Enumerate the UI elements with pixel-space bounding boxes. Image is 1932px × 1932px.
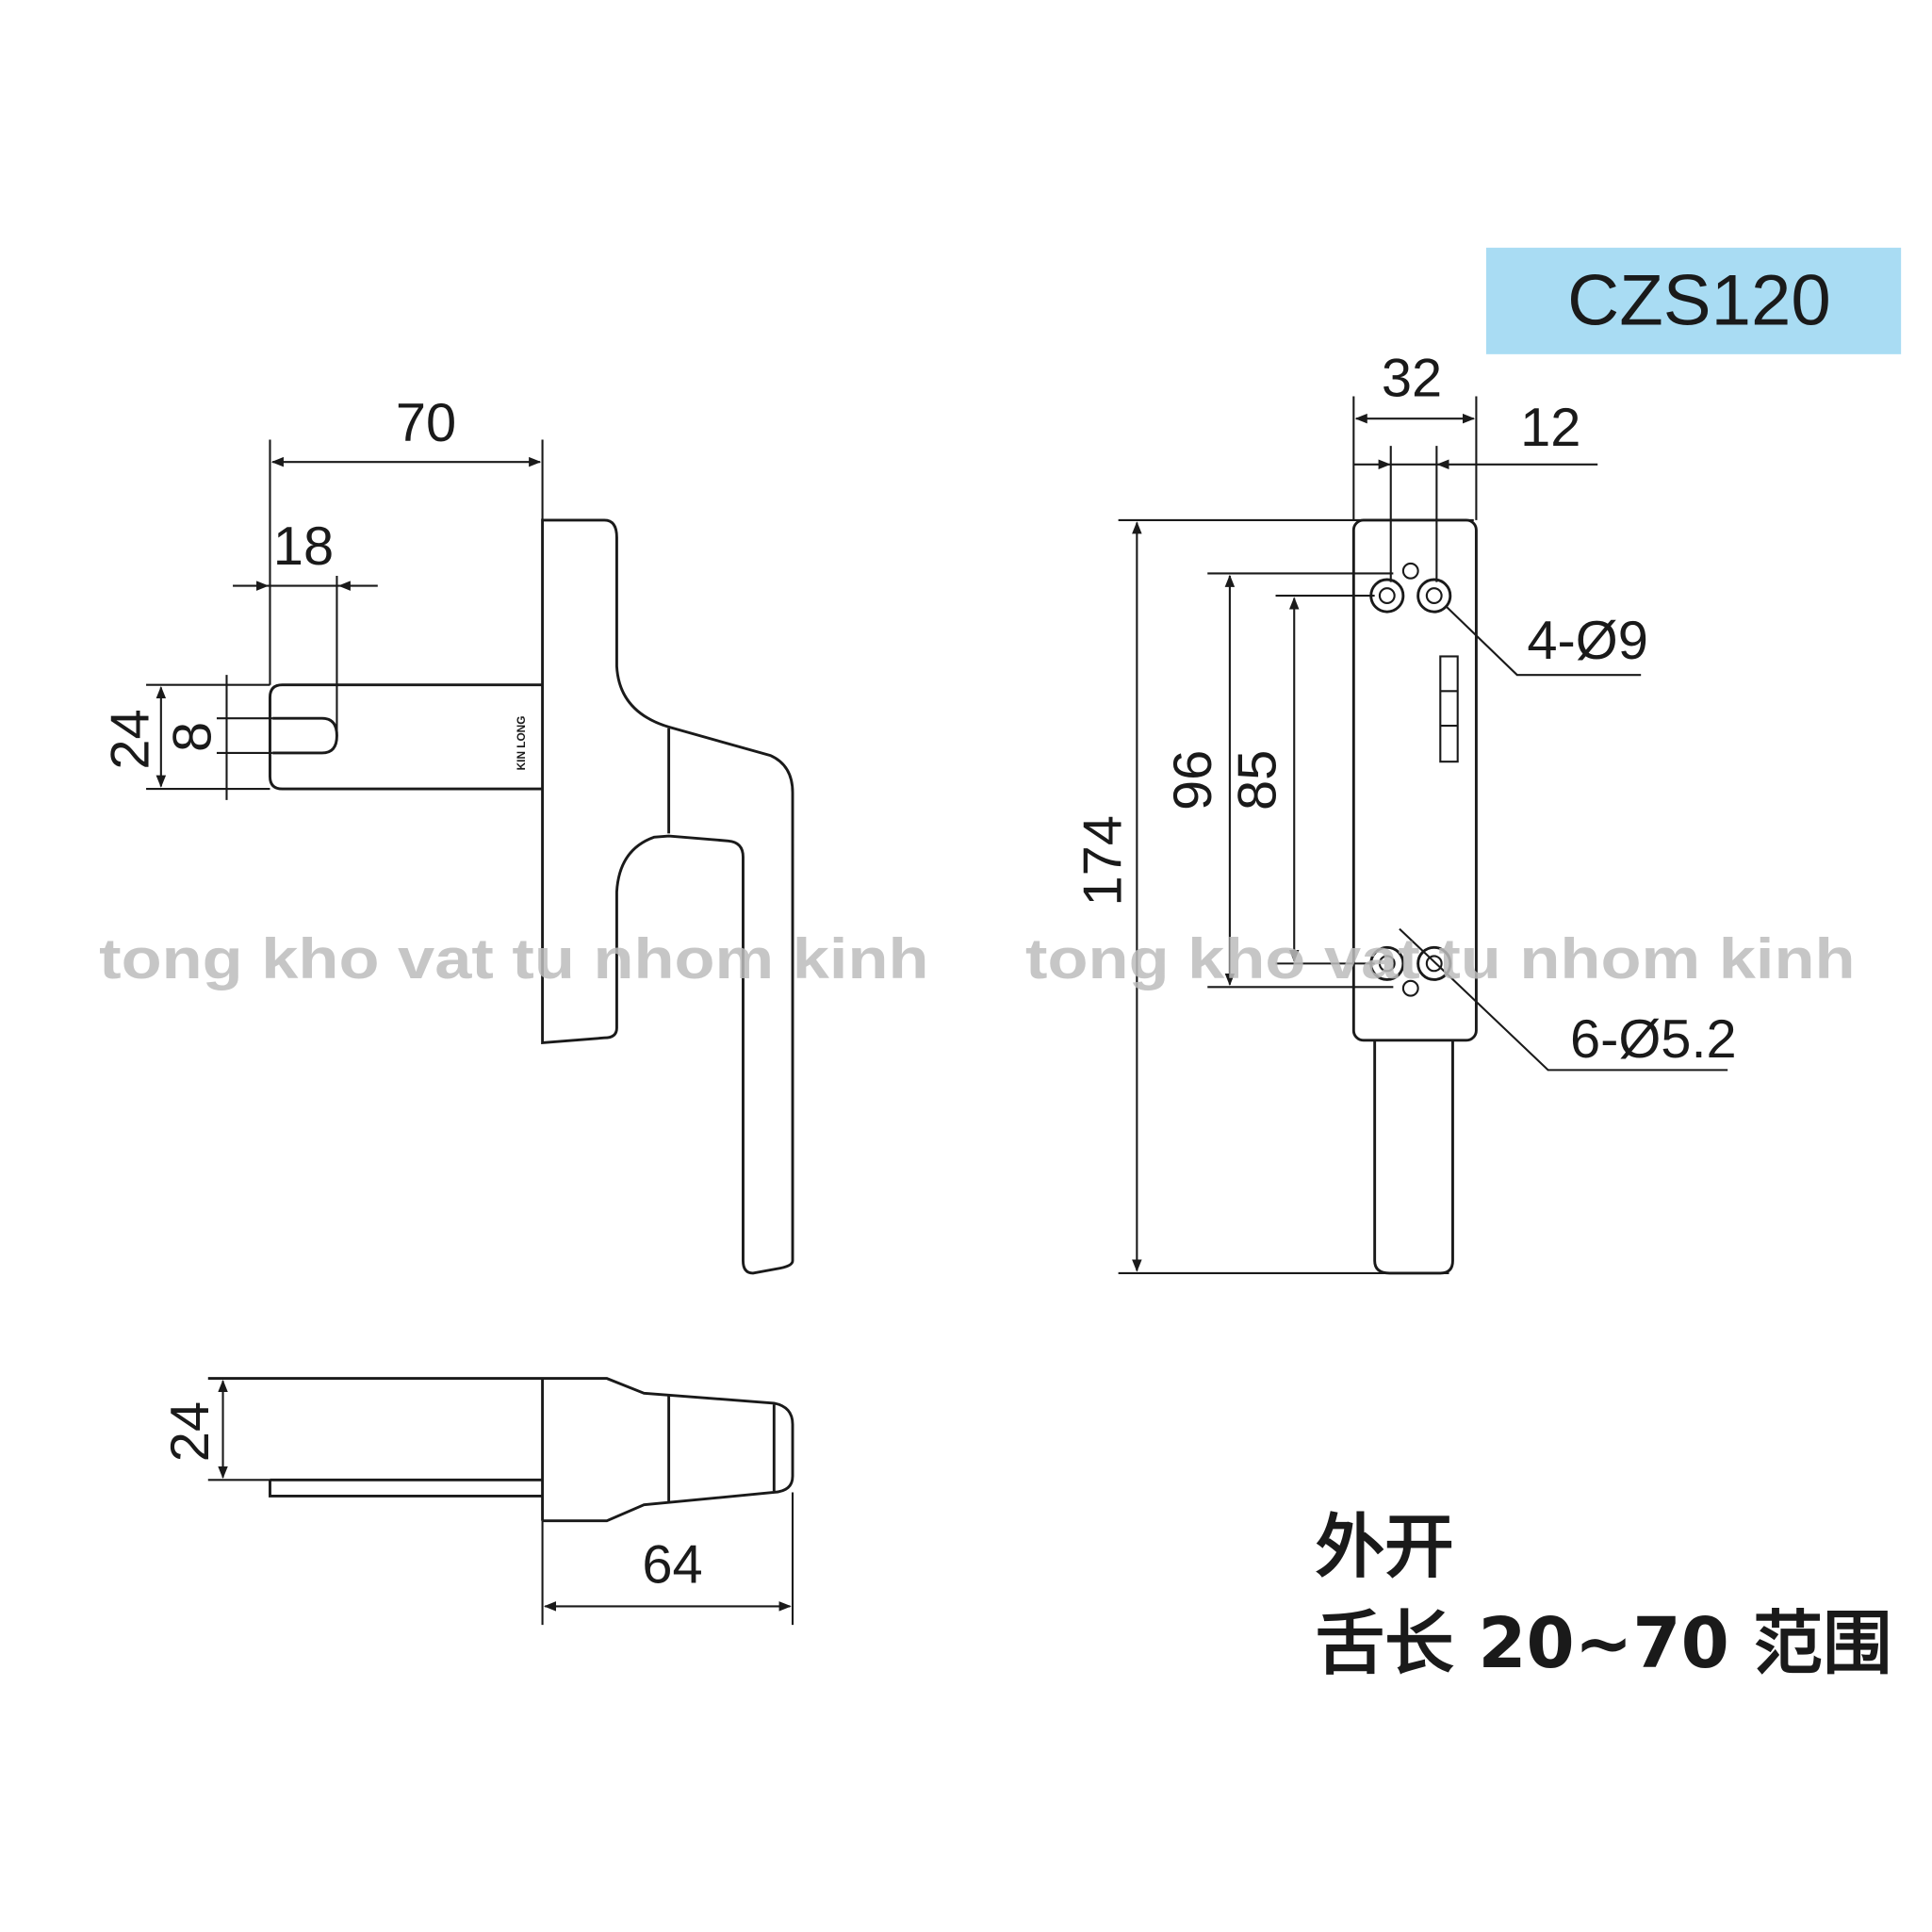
dim-hole-offset: 12 (1520, 398, 1580, 458)
dim-total-height: 174 (1072, 815, 1133, 906)
dim-slot-width: 8 (162, 722, 222, 752)
note-tongue-range: 舌长 20~70 范围 (1316, 1604, 1892, 1684)
watermark-right: tong kho vat tu nhom kinh (1025, 926, 1855, 991)
position-indicator (1439, 655, 1459, 763)
dim-spindle-length: 70 (396, 393, 456, 453)
side-view: KIN LONG 70 18 24 8 (101, 393, 794, 1275)
dim-spindle-height: 24 (101, 709, 161, 769)
dim-handle-length: 64 (642, 1534, 702, 1595)
handle-body (541, 518, 794, 1275)
brand-mark: KIN LONG (515, 716, 528, 771)
dim-hole-span-outer: 96 (1163, 750, 1223, 810)
spindle-slot (272, 716, 338, 755)
front-view: 174 96 85 32 12 4-Ø9 6-Ø5.2 (1072, 349, 1737, 1275)
dim-slot-depth: 18 (273, 516, 334, 577)
model-code: CZS120 (1567, 260, 1831, 340)
bottom-view: 24 64 (160, 1377, 794, 1626)
dim-plate-width: 32 (1382, 349, 1442, 409)
callout-large-holes: 4-Ø9 (1527, 611, 1648, 671)
model-badge: CZS120 (1485, 247, 1902, 354)
note-opening-direction: 外开 (1316, 1507, 1454, 1587)
watermark-left: tong kho vat tu nhom kinh (99, 926, 928, 991)
dim-thickness: 24 (160, 1401, 221, 1462)
callout-small-holes: 6-Ø5.2 (1570, 1009, 1737, 1070)
spindle (269, 683, 543, 791)
dim-hole-span-inner: 85 (1228, 750, 1288, 810)
